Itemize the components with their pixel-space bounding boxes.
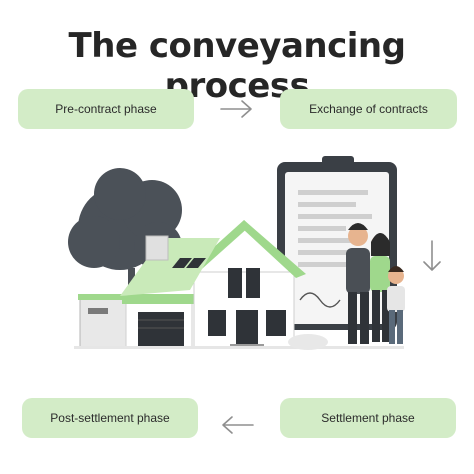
phase-label-post-settlement: Post-settlement phase <box>50 411 170 425</box>
house <box>120 220 306 349</box>
family <box>346 223 405 344</box>
phase-label-exchange-of-contracts: Exchange of contracts <box>309 102 428 116</box>
phase-label-pre-contract: Pre-contract phase <box>55 102 157 116</box>
phase-label-settlement: Settlement phase <box>321 411 415 425</box>
garage <box>78 294 196 349</box>
phase-box-settlement: Settlement phase <box>280 398 456 438</box>
arrow-right-icon <box>220 100 252 118</box>
phase-box-pre-contract: Pre-contract phase <box>18 89 194 129</box>
arrow-down-icon <box>423 240 441 271</box>
phase-box-post-settlement: Post-settlement phase <box>22 398 198 438</box>
house-family-contract-illustration <box>68 156 405 350</box>
ground <box>74 334 404 350</box>
arrow-left-icon <box>222 416 254 434</box>
page-title: The conveyancing process <box>68 26 406 106</box>
phase-box-exchange-of-contracts: Exchange of contracts <box>280 89 457 129</box>
